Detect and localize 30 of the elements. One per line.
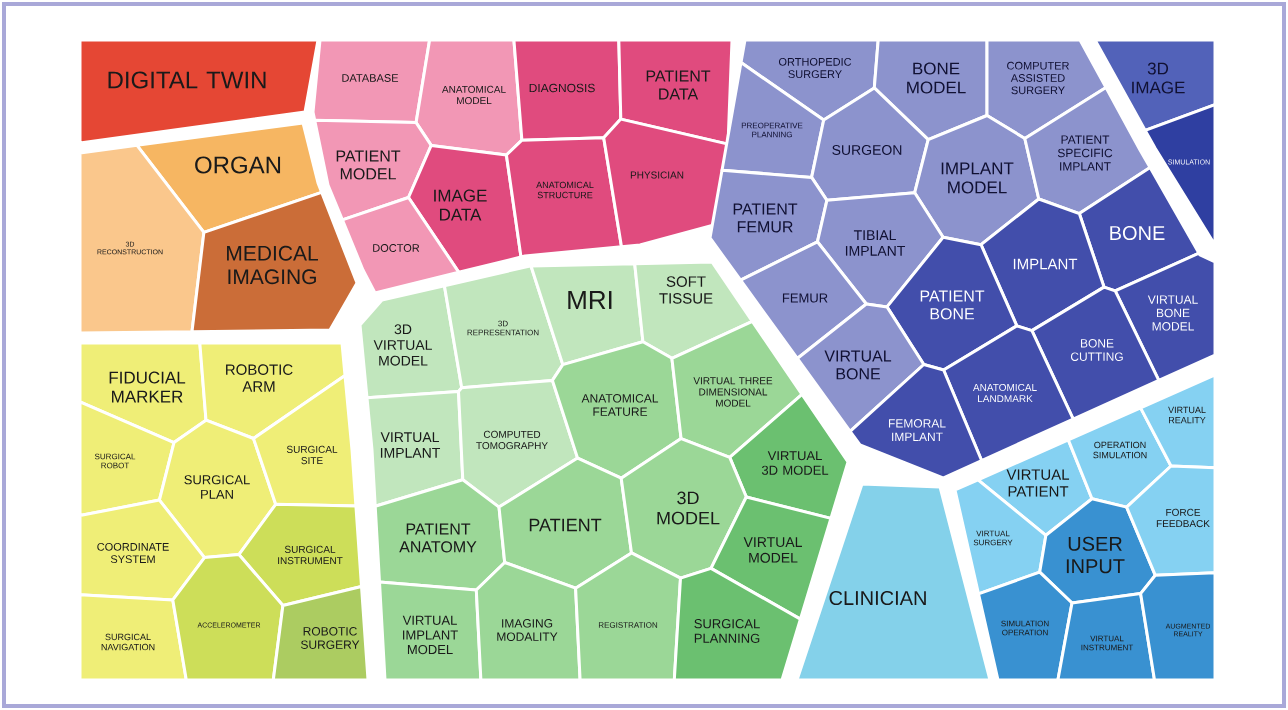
voronoi-cell: ROBOTIC SURGERY (271, 585, 370, 682)
voronoi-cell: PATIENT (497, 456, 633, 590)
voronoi-cell: FORCE FEEDBACK (1125, 464, 1217, 577)
voronoi-cell: COMPUTED TOMOGRAPHY (457, 378, 580, 509)
voronoi-cell: 3D REPRESENTATION (442, 264, 565, 390)
voronoi-cell: PATIENT MODEL (313, 118, 433, 222)
voronoi-cell: ROBOTIC ARM (198, 341, 347, 440)
voronoi-cell: REGISTRATION (574, 551, 682, 682)
voronoi-cell: PHYSICIAN (602, 117, 730, 249)
voronoi-cell: SOFT TISSUE (633, 260, 754, 360)
voronoi-cell: SURGICAL INSTRUMENT (237, 502, 363, 607)
voronoi-cell: 3D IMAGE (1093, 38, 1217, 132)
voronoi-cell: SURGICAL PLANNING (672, 566, 802, 682)
voronoi-cell: DIAGNOSIS (512, 38, 623, 142)
voronoi-cell: PATIENT DATA (617, 38, 734, 146)
voronoi-cell: SURGICAL NAVIGATION (78, 593, 188, 682)
voronoi-cell: COORDINATE SYSTEM (78, 498, 206, 602)
voronoi-cell: ANATOMICAL FEATURE (550, 340, 683, 480)
voronoi-cell: MEDICAL IMAGING (190, 190, 359, 334)
voronoi-cell: VIRTUAL IMPLANT MODEL (378, 580, 483, 682)
voronoi-cell: ANATOMICAL STRUCTURE (504, 136, 623, 259)
voronoi-cell: IMAGING MODALITY (474, 561, 582, 682)
voronoi-cell: VIRTUAL IMPLANT (365, 389, 465, 508)
voronoi-cell: BONE MODEL (872, 38, 989, 142)
voronoi-cell: ORGAN (135, 121, 324, 234)
voronoi-cell: PATIENT FEMUR (708, 168, 829, 282)
voronoi-cell: IMPLANT MODEL (913, 114, 1041, 247)
voronoi-cell: DIGITAL TWIN (78, 38, 320, 145)
voronoi-cell: PATIENT ANATOMY (373, 478, 507, 592)
voronoi-cell: VIRTUAL INSTRUMENT (1056, 592, 1156, 682)
